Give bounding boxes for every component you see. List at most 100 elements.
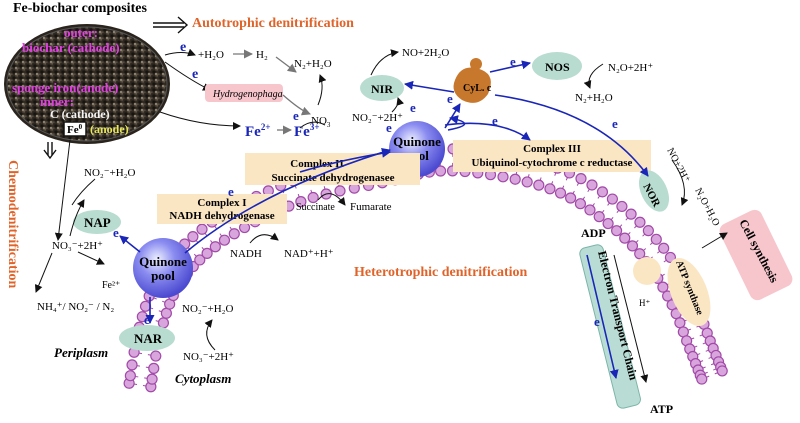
arrow-no3-n2	[318, 75, 322, 105]
electron-label: e	[410, 100, 416, 115]
cyl-label: CyL. c	[463, 83, 492, 94]
electron-label: e	[492, 113, 498, 128]
lipid-head	[147, 374, 157, 384]
lipid-head	[627, 241, 637, 251]
lipid-head	[607, 194, 617, 204]
hydrogenophaga-label: Hydrogenophaga	[212, 89, 283, 100]
quinone-pool-left-label: Quinone	[139, 254, 187, 269]
arrow-to-hydrogenophaga	[165, 62, 210, 90]
lipid-head	[197, 224, 207, 234]
complex-1-name: NADH dehydrogenase	[169, 210, 274, 222]
h2-label: H₂	[256, 49, 268, 61]
lipid-head	[626, 209, 636, 219]
succinate-label: Succinate	[296, 202, 335, 213]
lipid-head	[202, 248, 212, 258]
lipid-head	[643, 226, 653, 236]
lipid-head	[335, 186, 345, 196]
anode-label: (anode)	[90, 122, 129, 136]
biochar-cathode-label: biochar (cathode)	[22, 40, 120, 55]
lipid-head	[125, 371, 135, 381]
lipid-head	[188, 232, 198, 242]
arrow-no2-nir	[392, 98, 398, 112]
electron-label: e	[144, 312, 150, 327]
c-cathode-label: C (cathode)	[50, 107, 110, 121]
lipid-head	[158, 318, 168, 328]
arrow-to-nh4	[36, 253, 52, 292]
lipid-head	[151, 351, 161, 361]
fe2-left: Fe²⁺	[102, 280, 120, 291]
cytochrome-c	[454, 58, 491, 103]
fe3-label: Fe3+	[294, 122, 319, 140]
composite-title: Fe-biochar composites	[13, 1, 147, 16]
quinone-pool-top-label: Quinone	[393, 134, 441, 149]
nap-label: NAP	[84, 215, 111, 230]
no3-2h-left: NO₃⁻+2H⁺	[52, 240, 103, 252]
lipid-head	[594, 212, 604, 222]
lipid-head	[587, 180, 597, 190]
arrow-n2o-n2	[589, 64, 603, 88]
autotrophic-title: Autotrophic denitrification	[192, 16, 354, 31]
no2-h2o-bottom: NO₂⁻+H₂O	[182, 303, 234, 315]
electron-label: e	[510, 54, 516, 69]
nh4-no2-n2: NH₄⁺/ NO₂⁻ / N₂	[37, 301, 114, 313]
lipid-head	[597, 187, 607, 197]
arrow-nir-no	[371, 52, 398, 75]
lipid-head	[522, 177, 532, 187]
complex-3-name: Ubiquinol-cytochrome c reductase	[472, 157, 633, 169]
electron-label: e	[447, 91, 453, 106]
arrow-to-cell-synthesis	[702, 233, 727, 248]
lipid-head	[585, 205, 595, 215]
lipid-head	[141, 301, 151, 311]
sponge-iron-label: sponge iron(anode)	[12, 80, 118, 95]
no3-2h-bottom: NO₃⁻+2H⁺	[183, 351, 234, 363]
electron-label: e	[113, 225, 119, 240]
cytoplasm-label: Cytoplasm	[175, 371, 231, 386]
lipid-head	[659, 243, 669, 253]
nir-label: NIR	[371, 82, 393, 96]
lipid-head	[229, 229, 239, 239]
no-2h-right: NO+2H⁺	[664, 146, 691, 184]
lipid-head	[556, 188, 566, 198]
n2-h2o-right: N₂+H₂O	[575, 92, 613, 104]
electron-label: e	[386, 120, 392, 135]
lipid-head	[612, 226, 622, 236]
n2o-h2o-label: N₂O+H₂O	[692, 186, 721, 228]
lipid-head	[651, 234, 661, 244]
lipid-head	[566, 193, 576, 203]
arrow-nadh-nad	[250, 235, 278, 243]
adp-label: ADP	[581, 226, 606, 240]
arrow-to-fe2	[160, 112, 240, 126]
h-plus-label: H⁺	[639, 298, 650, 308]
lipid-head	[210, 242, 220, 252]
lipid-head	[675, 318, 685, 328]
periplasm-label: Periplasm	[54, 345, 108, 360]
nadh-label: NADH	[230, 248, 262, 260]
lipid-head	[149, 363, 159, 373]
lipid-head	[697, 374, 707, 384]
arrow-fe0-down	[58, 140, 70, 240]
arrow-h2-n2	[276, 57, 296, 72]
arrow-to-fe2-left	[78, 252, 104, 264]
n2-h2o-label: N₂+H₂O	[294, 58, 332, 70]
lipid-head	[545, 184, 555, 194]
lipid-head	[617, 201, 627, 211]
no2-h2o-left: NO₂⁻+H₂O	[84, 167, 136, 179]
lipid-head	[219, 235, 229, 245]
electron-label: e	[180, 40, 186, 55]
heterotrophic-title: Heterotrophic denitrification	[354, 265, 527, 280]
quinone-pool-left-label: pool	[151, 268, 175, 283]
lipid-head	[620, 233, 630, 243]
n2o-2h-label: N₂O+2H⁺	[608, 62, 653, 74]
lipid-head	[240, 223, 250, 233]
lipid-head	[498, 172, 508, 182]
no-2h2o-label: NO+2H₂O	[402, 47, 449, 59]
outer-label: outer:	[64, 25, 98, 40]
electron-label: e	[594, 314, 600, 329]
lipid-head	[635, 217, 645, 227]
h2o-label: +H₂O	[198, 49, 224, 61]
complex-1-label: Complex I	[197, 197, 246, 209]
lipid-head	[717, 366, 727, 376]
fumarate-label: Fumarate	[350, 201, 392, 213]
